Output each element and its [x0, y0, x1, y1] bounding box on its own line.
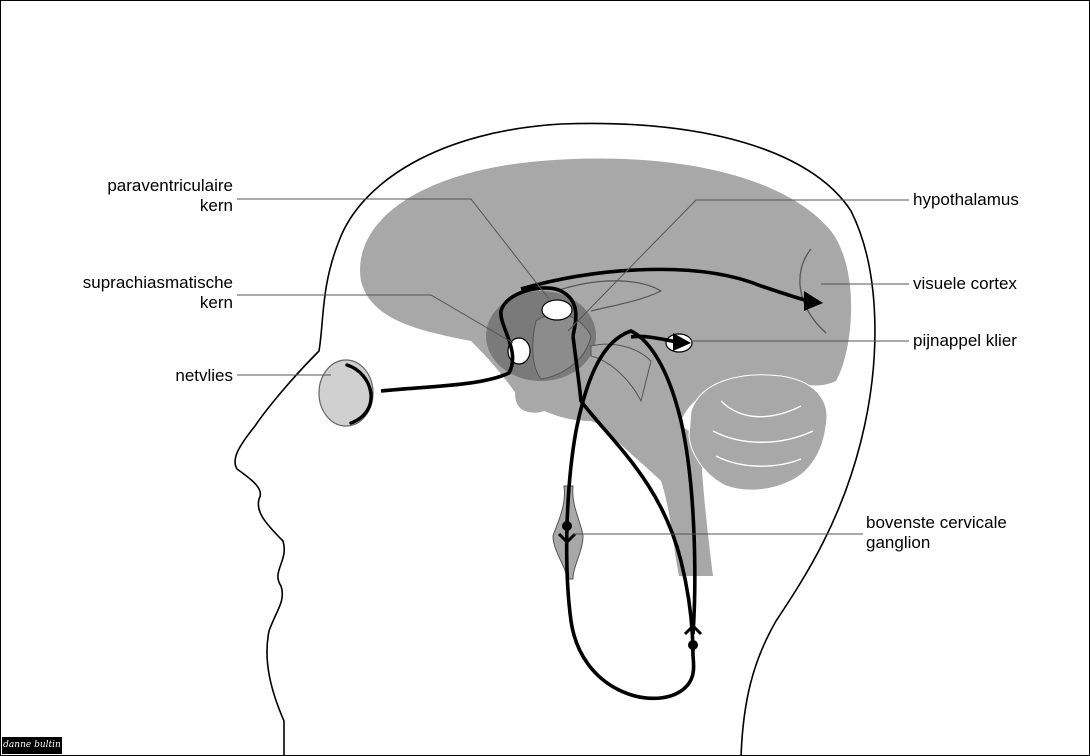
artist-signature: danne bultin	[2, 737, 62, 754]
label-visual-cortex-text: visuele cortex	[913, 274, 1017, 294]
brain-cerebrum	[360, 159, 851, 576]
cerebellum	[689, 375, 827, 490]
label-suprachiasmatic-line2: kern	[21, 293, 233, 313]
label-pineal-text: pijnappel klier	[913, 331, 1017, 351]
label-retina-text: netvlies	[101, 366, 233, 386]
label-paraventricular-nucleus: paraventriculaire kern	[61, 176, 233, 216]
label-visual-cortex: visuele cortex	[913, 274, 1017, 294]
spinal-synapse-dot	[688, 640, 698, 650]
label-paraventricular-line2: kern	[61, 196, 233, 216]
label-paraventricular-line1: paraventriculaire	[61, 176, 233, 196]
paraventricular-nucleus	[542, 300, 572, 320]
label-pineal-gland: pijnappel klier	[913, 331, 1017, 351]
label-suprachiasmatic-nucleus: suprachiasmatische kern	[21, 273, 233, 313]
label-retina: netvlies	[101, 366, 233, 386]
label-hypothalamus-text: hypothalamus	[913, 190, 1019, 210]
label-superior-cervical-ganglion: bovenste cervicale ganglion	[866, 513, 1007, 553]
label-suprachiasmatic-line1: suprachiasmatische	[21, 273, 233, 293]
label-ganglion-line1: bovenste cervicale	[866, 513, 1007, 533]
label-hypothalamus: hypothalamus	[913, 190, 1019, 210]
label-ganglion-line2: ganglion	[866, 533, 1007, 553]
ganglion-dot	[562, 521, 572, 531]
